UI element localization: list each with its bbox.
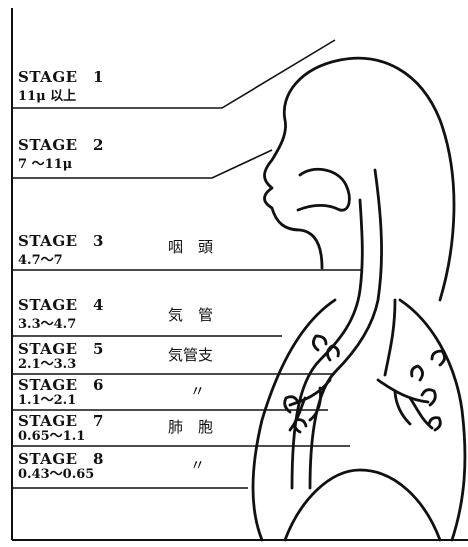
stage-labels: STAGE 1 11μ 以上 STAGE 2 7 ～11μ STAGE 3 4.… [18, 68, 213, 482]
stage-7-region: 肺 胞 [168, 418, 213, 436]
stage-4-name: STAGE 4 [18, 296, 104, 314]
stage-2-name: STAGE 2 [18, 136, 104, 154]
stage-5-region: 気管支 [168, 346, 213, 364]
nasal-cavity [300, 169, 349, 210]
stage-7-name: STAGE 7 [18, 412, 104, 430]
stage-1-range: 11μ 以上 [18, 89, 76, 104]
stage-3-region: 咽 頭 [168, 238, 213, 256]
bronchi-right [378, 380, 432, 428]
stage-3-range: 4.7～7 [18, 253, 63, 268]
stage-5-range: 2.1～3.3 [18, 357, 76, 372]
stage-1-name: STAGE 1 [18, 68, 104, 86]
airway-illustration [253, 58, 465, 540]
palate [298, 205, 340, 210]
stage-3-name: STAGE 3 [18, 232, 104, 250]
stage-6-range: 1.1～2.1 [18, 393, 76, 408]
stage-6-region: 〃 [190, 382, 205, 400]
head-outline [265, 58, 454, 300]
stage-8-name: STAGE 8 [18, 450, 104, 468]
stage-8-region: 〃 [190, 456, 205, 474]
stage-7-range: 0.65～1.1 [18, 429, 85, 444]
stage-6-name: STAGE 6 [18, 376, 104, 394]
stage-5-name: STAGE 5 [18, 340, 104, 358]
diaphragm [285, 470, 440, 540]
stage-2-range: 7 ～11μ [18, 157, 73, 172]
alveoli-right [412, 351, 445, 430]
stage-8-range: 0.43～0.65 [18, 467, 94, 482]
stage-4-region: 気 管 [168, 306, 213, 324]
pharynx-back [385, 300, 395, 375]
stage-4-range: 3.3～4.7 [18, 317, 76, 332]
